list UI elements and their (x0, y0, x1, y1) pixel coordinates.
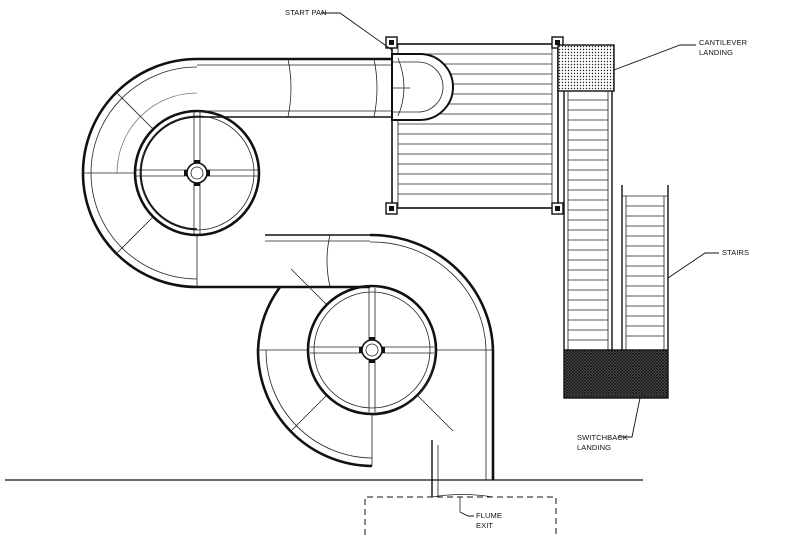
label-flume-exit: EXIT (476, 521, 493, 530)
entry-tube (197, 57, 392, 118)
tower-platform (385, 36, 564, 215)
flume-exit-pool-outline (364, 496, 557, 535)
stairs (563, 91, 669, 350)
label-stairs: STAIRS (722, 248, 749, 257)
middle-tube (197, 234, 370, 289)
label-start-pan: START PAN (285, 8, 327, 17)
flume-exit-chute (431, 440, 494, 512)
callout-stairs: STAIRS (667, 248, 749, 279)
callout-start-pan: START PAN (285, 8, 393, 51)
label-switchback-landing: LANDING (577, 443, 611, 452)
label-switchback: SWITCHBACK (577, 433, 628, 442)
label-flume: FLUME (476, 511, 502, 520)
switchback-landing (563, 349, 669, 399)
callout-flume-exit: FLUME EXIT (459, 511, 502, 530)
lower-helix (256, 233, 495, 480)
lower-center-pole (361, 339, 383, 361)
label-cantilever: CANTILEVER (699, 38, 748, 47)
callout-switchback-landing: SWITCHBACK LANDING (577, 397, 641, 452)
upper-helix (81, 57, 261, 289)
start-pan (391, 53, 454, 121)
label-cantilever-landing: LANDING (699, 48, 733, 57)
callout-cantilever-landing: CANTILEVER LANDING (613, 38, 748, 71)
upper-center-pole (186, 162, 208, 184)
cantilever-landing (557, 44, 615, 92)
